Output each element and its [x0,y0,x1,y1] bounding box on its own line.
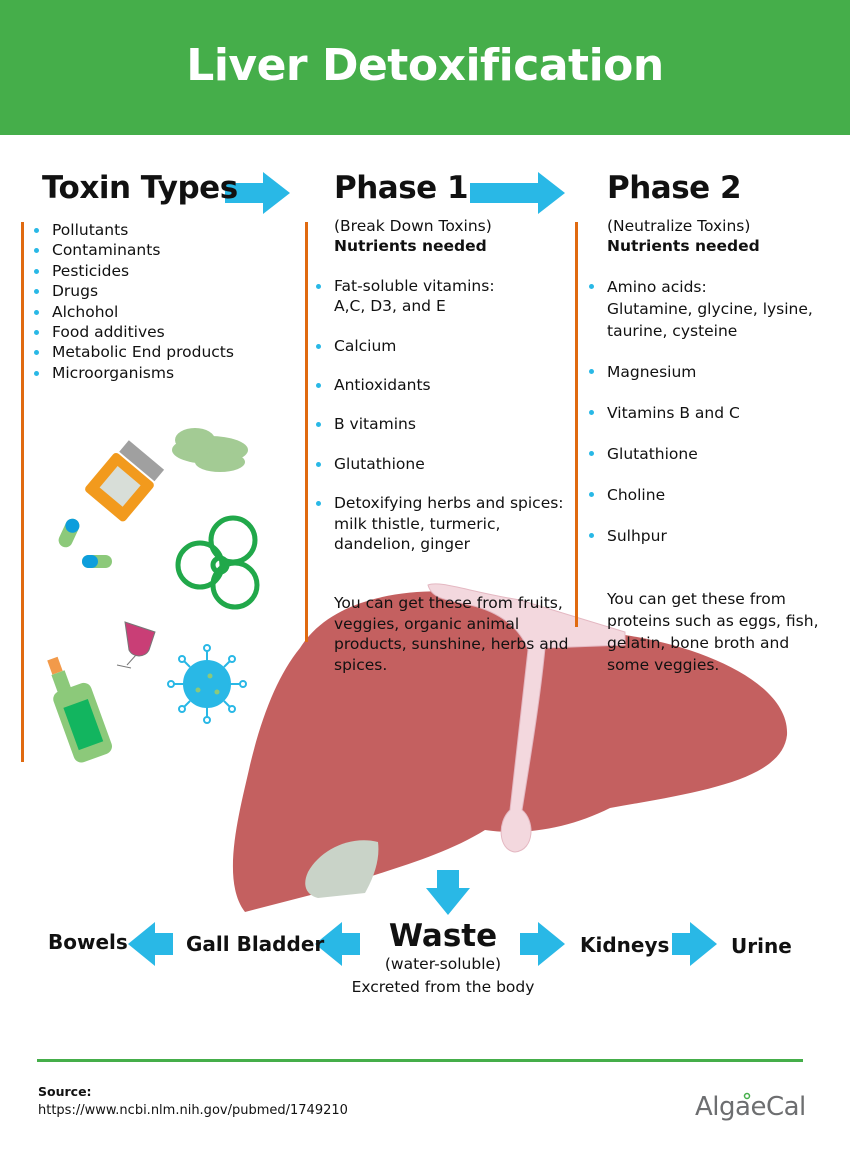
list-item: Microorganisms [34,363,234,383]
phase1-heading: Phase 1 [334,170,469,206]
arrow-left-icon [315,922,360,966]
liver-shape [232,591,788,912]
arrow-right-icon [520,922,565,966]
list-item: Sulhpur [589,525,822,547]
bottle-icon [47,656,112,763]
source-link[interactable]: https://www.ncbi.nlm.nih.gov/pubmed/1749… [38,1103,348,1118]
pill-bottle-icon [85,440,165,522]
capsule-icon [82,555,112,568]
arrow-down-icon [426,870,470,915]
column-divider [575,222,578,627]
list-item: Alchohol [34,302,234,322]
arrow-right-icon [470,172,565,214]
phase1-note: You can get these from fruits, veggies, … [334,594,569,674]
list-item: Amino acids: Glutamine, glycine, lysine,… [589,276,822,342]
toxin-types-heading: Toxin Types [42,170,238,206]
arrow-right-icon [225,172,290,214]
phase1-list: Fat-soluble vitamins: A,C, D3, and E Cal… [316,257,569,574]
phase1-subtitle: (Break Down Toxins) [334,217,492,235]
footer-divider [37,1059,803,1062]
toxin-list: Pollutants Contaminants Pesticides Drugs… [34,220,234,383]
list-item: B vitamins [316,414,569,434]
logo-dot [743,1092,751,1100]
list-item: Magnesium [589,361,822,383]
list-item: Fat-soluble vitamins: A,C, D3, and E [316,276,569,317]
list-item: Pesticides [34,261,234,281]
phase2-heading: Phase 2 [607,170,742,206]
phase1-nutrients-label: Nutrients needed [334,237,487,256]
list-item: Detoxifying herbs and spices: milk thist… [316,493,569,554]
column-divider [21,222,24,762]
phase2-note: You can get these from proteins such as … [607,589,819,674]
gall-bladder-label: Gall Bladder [186,932,325,956]
column-divider [305,222,308,642]
list-item: Antioxidants [316,375,569,395]
page-title: Liver Detoxification [186,40,664,91]
kidneys-label: Kidneys [580,933,670,957]
list-item: Choline [589,484,822,506]
algaecal-logo: AlgaeCal [695,1092,806,1122]
list-item: Glutathione [589,443,822,465]
waste-label: Waste [388,918,498,954]
wine-glass-icon [116,621,156,669]
list-item: Calcium [316,336,569,356]
list-item: Vitamins B and C [589,402,822,424]
list-item: Metabolic End products [34,343,234,362]
gallbladder-shape [305,840,379,898]
smog-cloud-icon [172,428,248,472]
source-label: Source: [38,1084,92,1099]
list-item: Pollutants [34,220,234,240]
list-item: Contaminants [34,240,234,260]
list-item: Glutathione [316,454,569,474]
header-banner [0,0,850,135]
urine-label: Urine [731,934,792,958]
capsule-icon [58,518,80,548]
phase2-nutrients-label: Nutrients needed [607,237,760,256]
biohazard-icon [175,515,260,610]
bile-duct-shape [427,583,626,853]
microorganism-icon [167,644,247,724]
excreted-label: Excreted from the body [351,978,535,997]
phase2-subtitle: (Neutralize Toxins) [607,217,751,235]
arrow-right-icon [672,922,717,966]
arrow-left-icon [128,922,173,966]
bowels-label: Bowels [48,930,128,954]
list-item: Drugs [34,281,234,301]
waste-subtitle: (water-soluble) [384,955,502,973]
phase2-list: Amino acids: Glutamine, glycine, lysine,… [589,257,822,566]
list-item: Food additives [34,322,234,342]
